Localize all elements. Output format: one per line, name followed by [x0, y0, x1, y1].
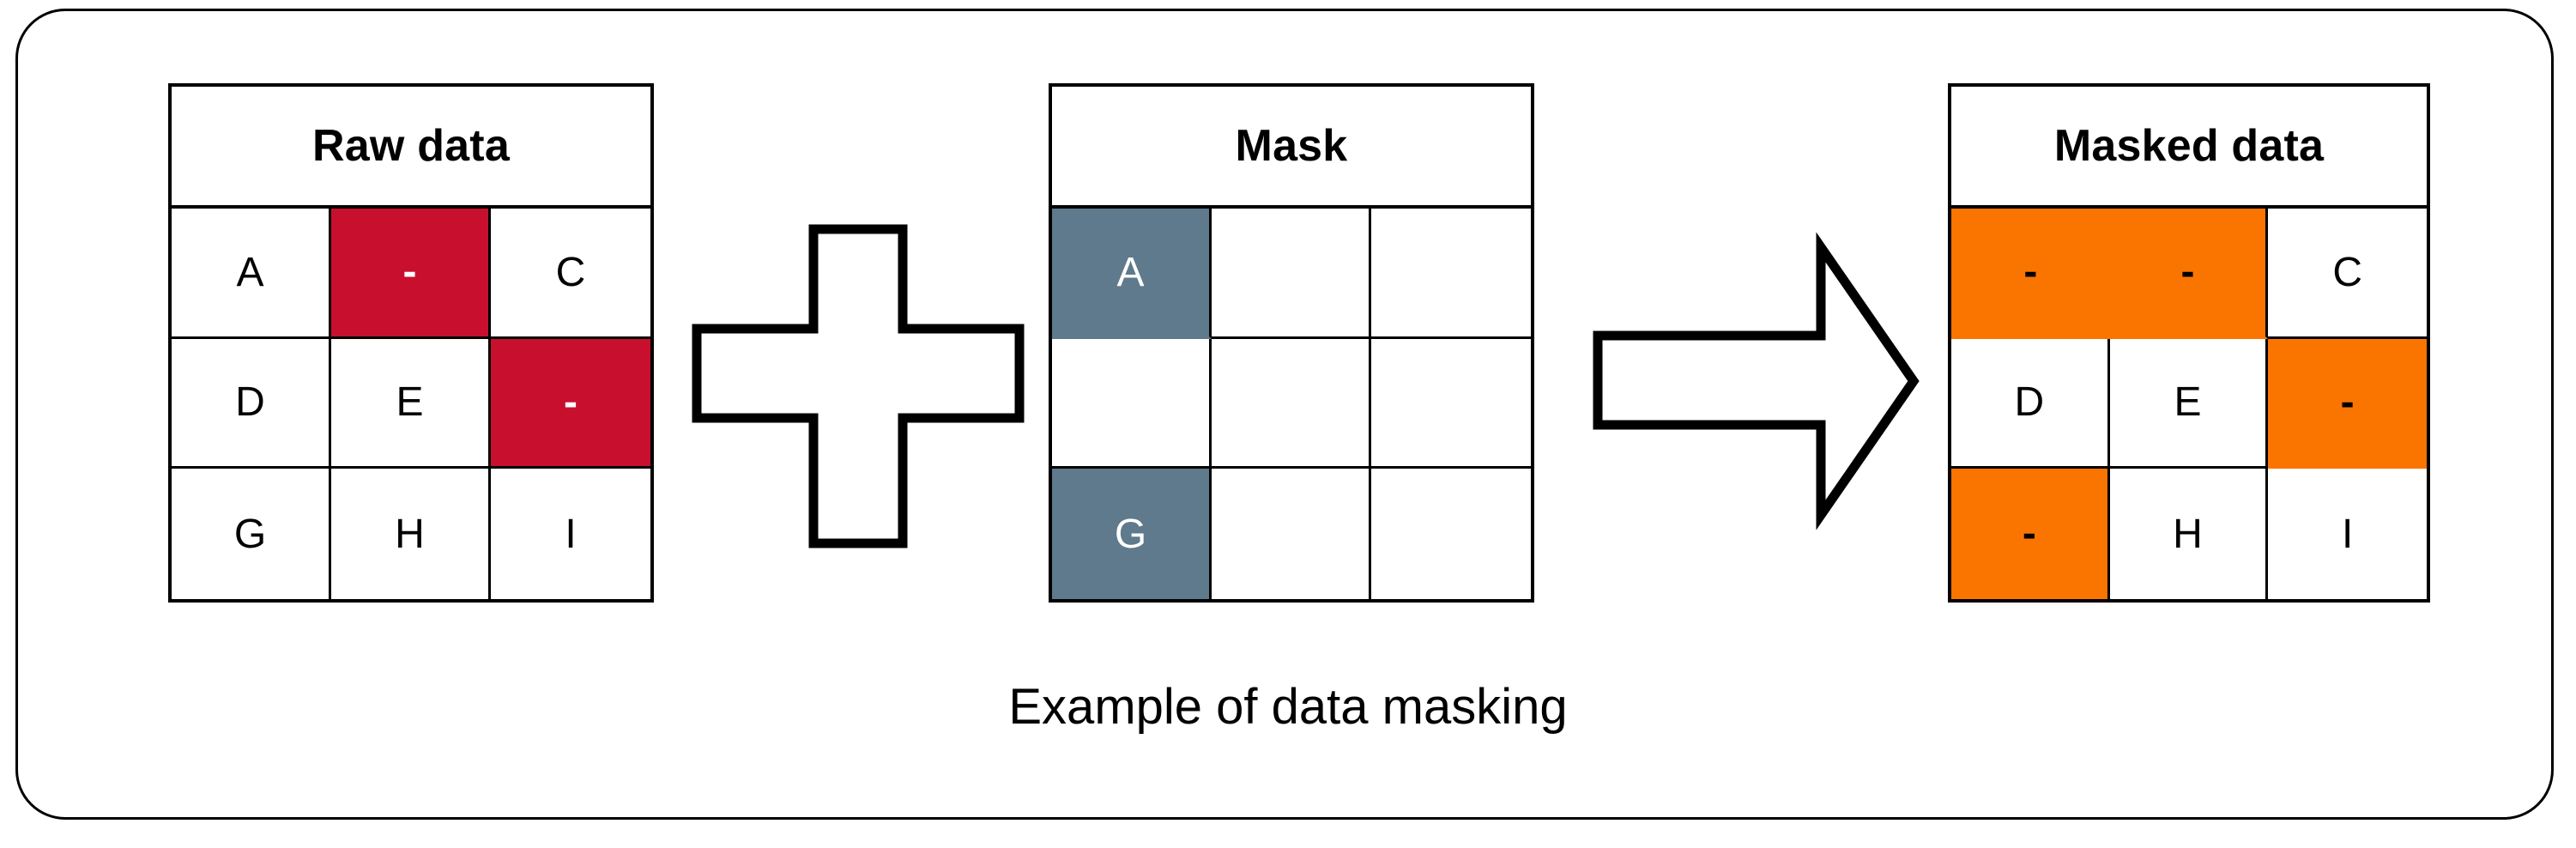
table-cell: -: [331, 209, 491, 339]
figure-caption: Example of data masking: [1008, 679, 1568, 735]
table-cell: H: [2109, 469, 2269, 599]
table-cell: H: [331, 469, 491, 599]
table-cell: -: [1951, 209, 2110, 339]
table-cell: [1212, 209, 1371, 339]
cell-value: C: [2332, 249, 2362, 295]
mask-title: Mask: [1052, 87, 1531, 209]
table-cell: E: [2109, 338, 2269, 469]
cell-value: I: [2341, 511, 2354, 557]
cell-value: G: [233, 511, 267, 557]
cell-value: -: [2180, 249, 2195, 295]
table-cell: D: [172, 338, 331, 469]
plus-symbol: [686, 219, 1030, 554]
table-cell: G: [172, 469, 331, 599]
table-cell: -: [2268, 338, 2427, 469]
table-cell: -: [491, 338, 650, 469]
table-cell: C: [2268, 209, 2427, 339]
table-cell: -: [1951, 469, 2110, 599]
cell-value: D: [2014, 379, 2045, 426]
cell-value: G: [1114, 511, 1147, 557]
table-cell: A: [1052, 209, 1212, 339]
masked-data-grid: - - C D E - - H I: [1951, 209, 2427, 599]
cell-value: C: [555, 249, 586, 295]
table-cell: [1371, 338, 1531, 469]
cell-value: A: [1116, 249, 1145, 295]
table-cell: I: [491, 469, 650, 599]
raw-data-title: Raw data: [172, 87, 650, 209]
table-cell: E: [331, 338, 491, 469]
table-cell: G: [1052, 469, 1212, 599]
raw-data-grid: A - C D E - G H I: [172, 209, 650, 599]
table-cell: C: [491, 209, 650, 339]
masked-data-title: Masked data: [1951, 87, 2427, 209]
cell-value: A: [236, 249, 264, 295]
cell-value: -: [564, 379, 577, 425]
cell-value: D: [235, 379, 265, 426]
mask-table: Mask A G: [1049, 83, 1534, 603]
cell-value: H: [2173, 511, 2203, 557]
right-arrow-symbol: [1589, 213, 1924, 548]
table-cell: I: [2268, 469, 2427, 599]
table-cell: [1212, 469, 1371, 599]
table-cell: [1371, 209, 1531, 339]
cell-value: I: [565, 511, 577, 557]
cell-value: -: [2340, 379, 2355, 425]
cell-value: -: [402, 249, 417, 295]
table-cell: [1371, 469, 1531, 599]
cell-value: E: [396, 379, 424, 426]
table-cell: D: [1951, 338, 2110, 469]
cell-value: E: [2174, 379, 2202, 426]
table-cell: [1052, 338, 1212, 469]
table-cell: -: [2109, 209, 2269, 339]
raw-data-table: Raw data A - C D E - G H I: [168, 83, 654, 603]
cell-value: -: [2023, 249, 2038, 295]
table-cell: A: [172, 209, 331, 339]
mask-grid: A G: [1052, 209, 1531, 599]
cell-value: H: [395, 511, 425, 557]
masked-data-table: Masked data - - C D E - - H I: [1948, 83, 2430, 603]
cell-value: -: [2022, 511, 2036, 557]
table-cell: [1212, 338, 1371, 469]
